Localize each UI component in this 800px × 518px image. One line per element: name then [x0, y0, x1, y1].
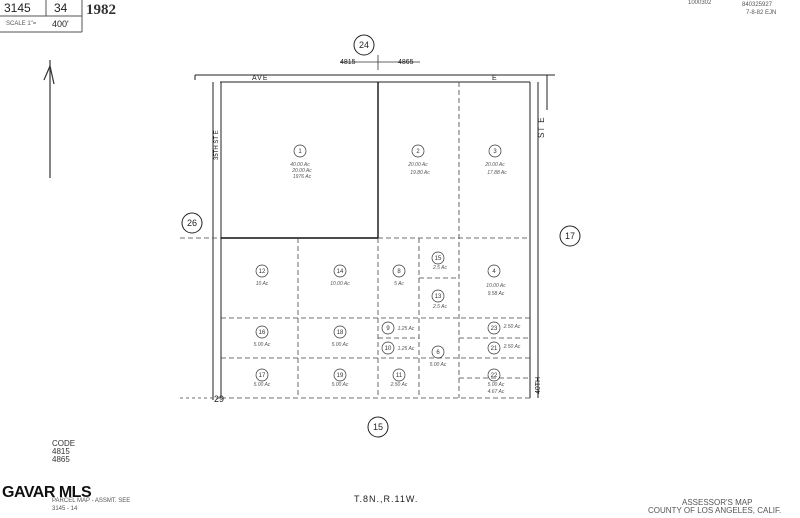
- parcel-13-acre: 2.5 Ac: [432, 304, 447, 310]
- parcel-16-no: 16: [259, 330, 266, 336]
- parcel-3-note: 17.88 Ac: [487, 170, 507, 176]
- road-st-e-label: ST E: [537, 116, 546, 138]
- parcel-22-no: 22: [491, 373, 498, 379]
- parcel-9-no: 9: [386, 326, 390, 332]
- dimension-left: 4815: [340, 59, 356, 66]
- parcel-19-acre: 5.00 Ac: [332, 382, 349, 388]
- top-right-ref-3: 7-8-82 EJN: [746, 10, 777, 16]
- parcel-2-note: 19.80 Ac: [410, 170, 430, 176]
- dimension-line: [340, 55, 420, 70]
- parcel-22-note: 4.67 Ac: [488, 389, 505, 395]
- parcel-14-no: 14: [337, 269, 344, 275]
- parcel-17-no: 17: [259, 373, 266, 379]
- road-ave-label: AVE: [252, 75, 269, 82]
- parcel-18-acre: 5.00 Ac: [332, 342, 349, 348]
- parcel-2-acre: 20.00 Ac: [407, 162, 428, 168]
- section-bottom-left-label: 29: [214, 394, 224, 404]
- parcel-3-no: 3: [493, 149, 497, 155]
- assessor-label: ASSESSOR'S MAP: [682, 498, 753, 507]
- dimension-right: 4865: [398, 59, 414, 66]
- parcel-19-no: 19: [337, 373, 344, 379]
- header-frame: [0, 0, 83, 33]
- section-right-label: 17: [565, 231, 575, 241]
- parcel-17-acre: 5.00 Ac: [254, 382, 271, 388]
- parcel-9-acre: 1.25 Ac: [398, 326, 415, 332]
- code-1: 4815: [52, 447, 70, 456]
- parcel-labels: 1 40.00 Ac 20.00 Ac 1976 Ac 2 20.00 Ac 1…: [254, 149, 521, 395]
- code-label: CODE: [52, 439, 76, 448]
- top-right-ref-1: 1000302: [688, 0, 712, 6]
- map-year: 1982: [86, 2, 116, 18]
- parcel-1-acre: 40.00 Ac: [290, 162, 310, 168]
- parcel-1-note2: 1976 Ac: [293, 174, 312, 180]
- parcel-10-no: 10: [385, 346, 392, 352]
- parcel-map-ref: 3145 - 14: [52, 506, 78, 512]
- parcel-10-acre: 1.25 Ac: [398, 346, 415, 352]
- section-top-label: 24: [359, 40, 369, 50]
- major-parcel-lines: [221, 82, 379, 239]
- code-2: 4865: [52, 455, 70, 464]
- parcel-3-acre: 20.00 Ac: [484, 162, 505, 168]
- parcel-6-acre: 5.00 Ac: [430, 362, 447, 368]
- parcel-8-acre: 5 Ac: [394, 281, 404, 287]
- parcel-22-acre: 5.00 Ac: [488, 382, 505, 388]
- parcel-12-no: 12: [259, 269, 266, 275]
- parcel-13-no: 13: [435, 294, 442, 300]
- parcel-15-acre: 2.5 Ac: [432, 265, 447, 271]
- north-arrow-icon: [43, 60, 55, 178]
- top-right-ref-2: 840325927: [742, 2, 773, 8]
- parcel-23-acre: 2.50 Ac: [503, 324, 521, 330]
- book-number: 3145: [4, 1, 31, 15]
- road-e-label: E: [492, 75, 497, 82]
- parcel-1-no: 1: [298, 149, 302, 155]
- page-number: 34: [54, 1, 68, 15]
- road-lines: [194, 74, 555, 400]
- parcel-11-acre: 2.50 Ac: [390, 382, 408, 388]
- road-35th-label: 35TH ST E: [214, 130, 220, 160]
- parcel-16-acre: 5.00 Ac: [254, 342, 271, 348]
- dashed-lot-lines: [180, 82, 530, 399]
- parcel-23-no: 23: [491, 326, 498, 332]
- parcel-1-note: 20.00 Ac: [291, 168, 312, 174]
- scale-value: 400': [52, 19, 69, 29]
- parcel-21-acre: 2.50 Ac: [503, 344, 521, 350]
- section-left-label: 26: [187, 218, 197, 228]
- road-40th-label: 40TH: [535, 377, 542, 394]
- parcel-18-no: 18: [337, 330, 344, 336]
- parcel-4-note: 9.58 Ac: [488, 291, 505, 297]
- parcel-8-no: 8: [397, 269, 401, 275]
- parcel-21-no: 21: [491, 346, 498, 352]
- parcel-6-no: 6: [436, 350, 440, 356]
- code-block: CODE 4815 4865: [52, 440, 75, 464]
- parcel-12-acre: 10 Ac: [256, 281, 269, 287]
- parcel-circles: [255, 144, 502, 382]
- section-bottom-label: 15: [373, 422, 383, 432]
- scale-prefix: SCALE 1"=: [6, 21, 37, 27]
- parcel-4-no: 4: [492, 269, 496, 275]
- county-label: COUNTY OF LOS ANGELES, CALIF.: [648, 506, 782, 515]
- parcel-15-no: 15: [435, 256, 442, 262]
- parcel-4-acre: 10.00 Ac: [486, 283, 506, 289]
- parcel-2-no: 2: [416, 149, 420, 155]
- township-label: T.8N.,R.11W.: [354, 494, 419, 504]
- section-circles: [181, 34, 581, 438]
- parcel-14-acre: 10.00 Ac: [330, 281, 350, 287]
- mls-watermark: GAVAR MLS: [2, 484, 92, 501]
- parcel-map-note: PARCEL MAP - ASSMT. SEE: [52, 498, 131, 504]
- parcel-11-no: 11: [396, 373, 403, 379]
